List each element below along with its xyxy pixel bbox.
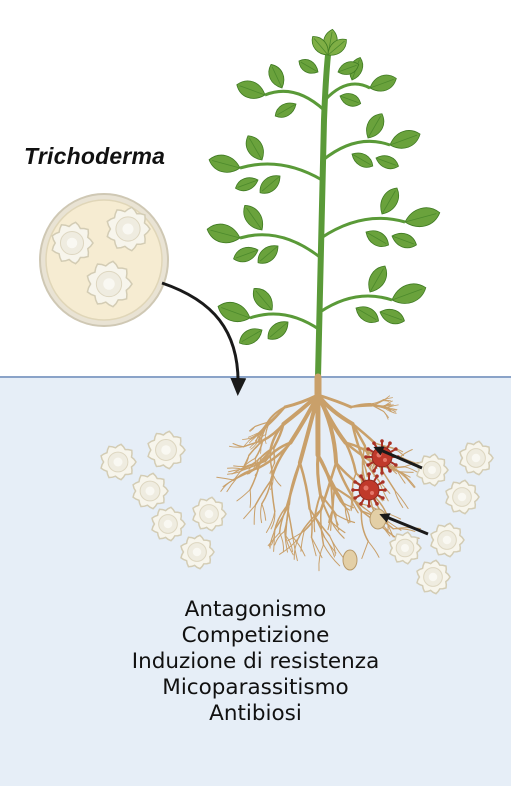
mechanism-item: Antibiosi [209,701,302,726]
fungal-colony [151,506,186,542]
mechanism-item: Micoparassitismo [162,675,349,700]
fungal-colony [192,496,227,532]
attack-arrow-icon [379,513,429,536]
fungal-colony [430,522,465,558]
fungal-colony [51,221,94,265]
fungal-colony [106,206,151,252]
fungal-colony [459,440,494,476]
fungal-colony-icon [100,430,494,595]
root-icon [216,373,422,572]
fungal-colony [445,479,480,515]
fungal-colony [416,559,451,595]
fungal-colony [180,534,215,570]
organism-label: Trichoderma [24,143,166,169]
mechanism-list: Antagonismo Competizione Induzione di re… [0,597,511,727]
mechanism-item: Induzione di resistenza [131,649,380,674]
fungal-colony [416,453,449,487]
mechanism-item: Antagonismo [184,597,327,622]
fungal-colony [147,430,186,470]
fungal-colony [100,443,137,481]
mechanism-item: Competizione [181,623,330,648]
petri-dish-icon [39,193,169,327]
pathogen [351,472,387,508]
fungal-colony [132,472,169,510]
plant-icon [206,28,441,380]
inoculation-arrow-icon [161,281,247,396]
attack-arrow-icon [373,446,423,470]
fungal-colony [389,531,422,565]
fungal-colony [86,260,133,308]
